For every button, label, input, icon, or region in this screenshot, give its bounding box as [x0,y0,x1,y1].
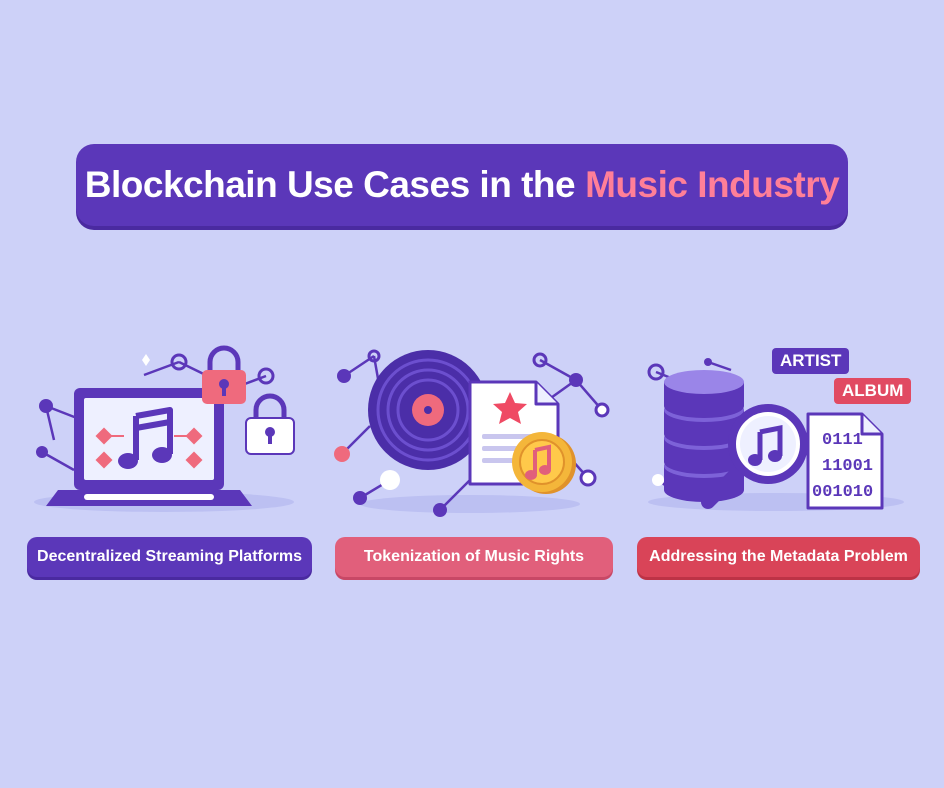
network-node-icon [353,491,367,505]
streaming-illustration [24,330,304,530]
binary-line-3: 001010 [812,483,873,502]
network-node-icon [594,402,610,418]
label-metadata: Addressing the Metadata Problem [637,537,920,577]
label-tokenization: Tokenization of Music Rights [335,537,613,577]
network-nodes [647,358,712,486]
title-banner: Blockchain Use Cases in the Music Indust… [76,144,848,226]
network-node-icon [579,469,597,487]
network-node-icon [36,446,48,458]
artist-tag: ARTIST [772,348,850,374]
network-node-icon [337,369,351,383]
network-node-icon [334,446,350,462]
streaming-graphic [34,345,295,512]
network-node-icon [569,373,583,387]
album-tag: ALBUM [834,378,912,404]
metadata-illustration: 0111 11001 001010 [636,330,916,530]
label-streaming: Decentralized Streaming Platforms [27,537,312,577]
network-node-icon [704,358,712,366]
document-icon: 0111 11001 001010 [806,412,884,510]
network-node-icon [380,470,400,490]
music-coin-icon [512,432,576,494]
padlock-icon [245,393,295,455]
ground-shadow [360,495,580,513]
vinyl-record-icon [368,350,488,470]
title-accent: Music Industry [585,164,840,205]
database-icon [664,370,744,502]
tokenization-graphic [334,349,610,517]
sparkle-icon [142,354,150,366]
padlock-icon [202,345,246,404]
network-node-icon [647,363,665,381]
network-nodes [334,349,610,517]
music-note-icon [118,407,173,469]
network-node-icon [39,399,53,413]
metadata-graphic: 0111 11001 001010 [647,358,904,511]
tokenization-illustration [330,330,610,530]
network-node-icon [532,352,548,368]
title-main: Blockchain Use Cases in the [84,164,576,205]
network-nodes [36,353,294,458]
star-icon [493,392,527,424]
network-node-icon [433,503,447,517]
network-node-icon [652,474,664,486]
music-note-icon [748,424,783,466]
network-node-icon [257,367,275,385]
block-cubes [95,427,203,469]
binary-line-1: 0111 [822,431,863,450]
binary-line-2: 11001 [822,457,873,476]
laptop-icon [46,388,252,506]
network-node-icon [170,353,188,371]
network-node-icon [367,349,381,363]
